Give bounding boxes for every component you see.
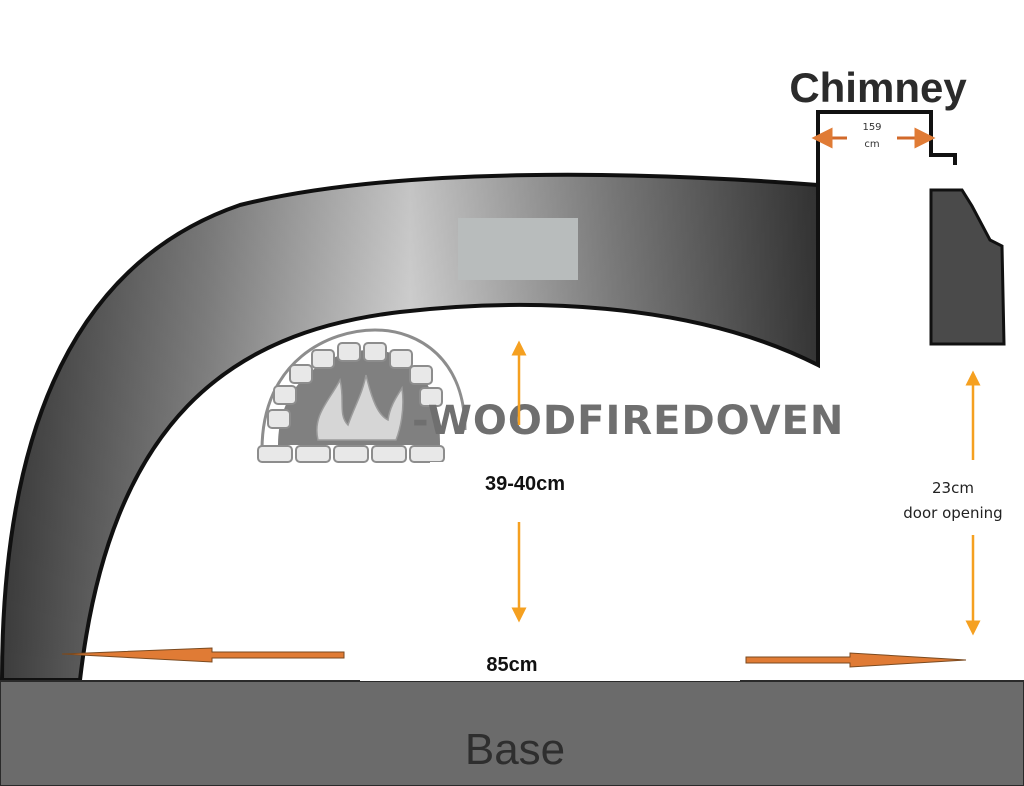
door-opening-caption: door opening	[903, 504, 1002, 522]
brick-arch-flame-logo-icon	[257, 328, 467, 463]
floor-width-arrow-right	[745, 652, 967, 668]
watermark-text: -WOODFIREDOVEN	[412, 398, 844, 444]
door-arch	[929, 188, 1006, 346]
door-height-label: 23cm	[932, 479, 974, 497]
floor-width-label-bg	[360, 626, 740, 681]
floor-width-label: 85cm	[486, 654, 537, 676]
base-label: Base	[465, 725, 565, 774]
chimney-title: Chimney	[789, 64, 967, 111]
dome-height-label-bg	[430, 462, 610, 510]
chimney-width-value: 159	[862, 122, 881, 133]
chimney-width-unit: cm	[864, 139, 879, 150]
dome-height-label: 39-40cm	[485, 473, 565, 495]
floor-width-arrow-left	[61, 647, 345, 663]
dome-label-patch	[458, 218, 578, 280]
dome-shell-shade	[2, 174, 818, 680]
